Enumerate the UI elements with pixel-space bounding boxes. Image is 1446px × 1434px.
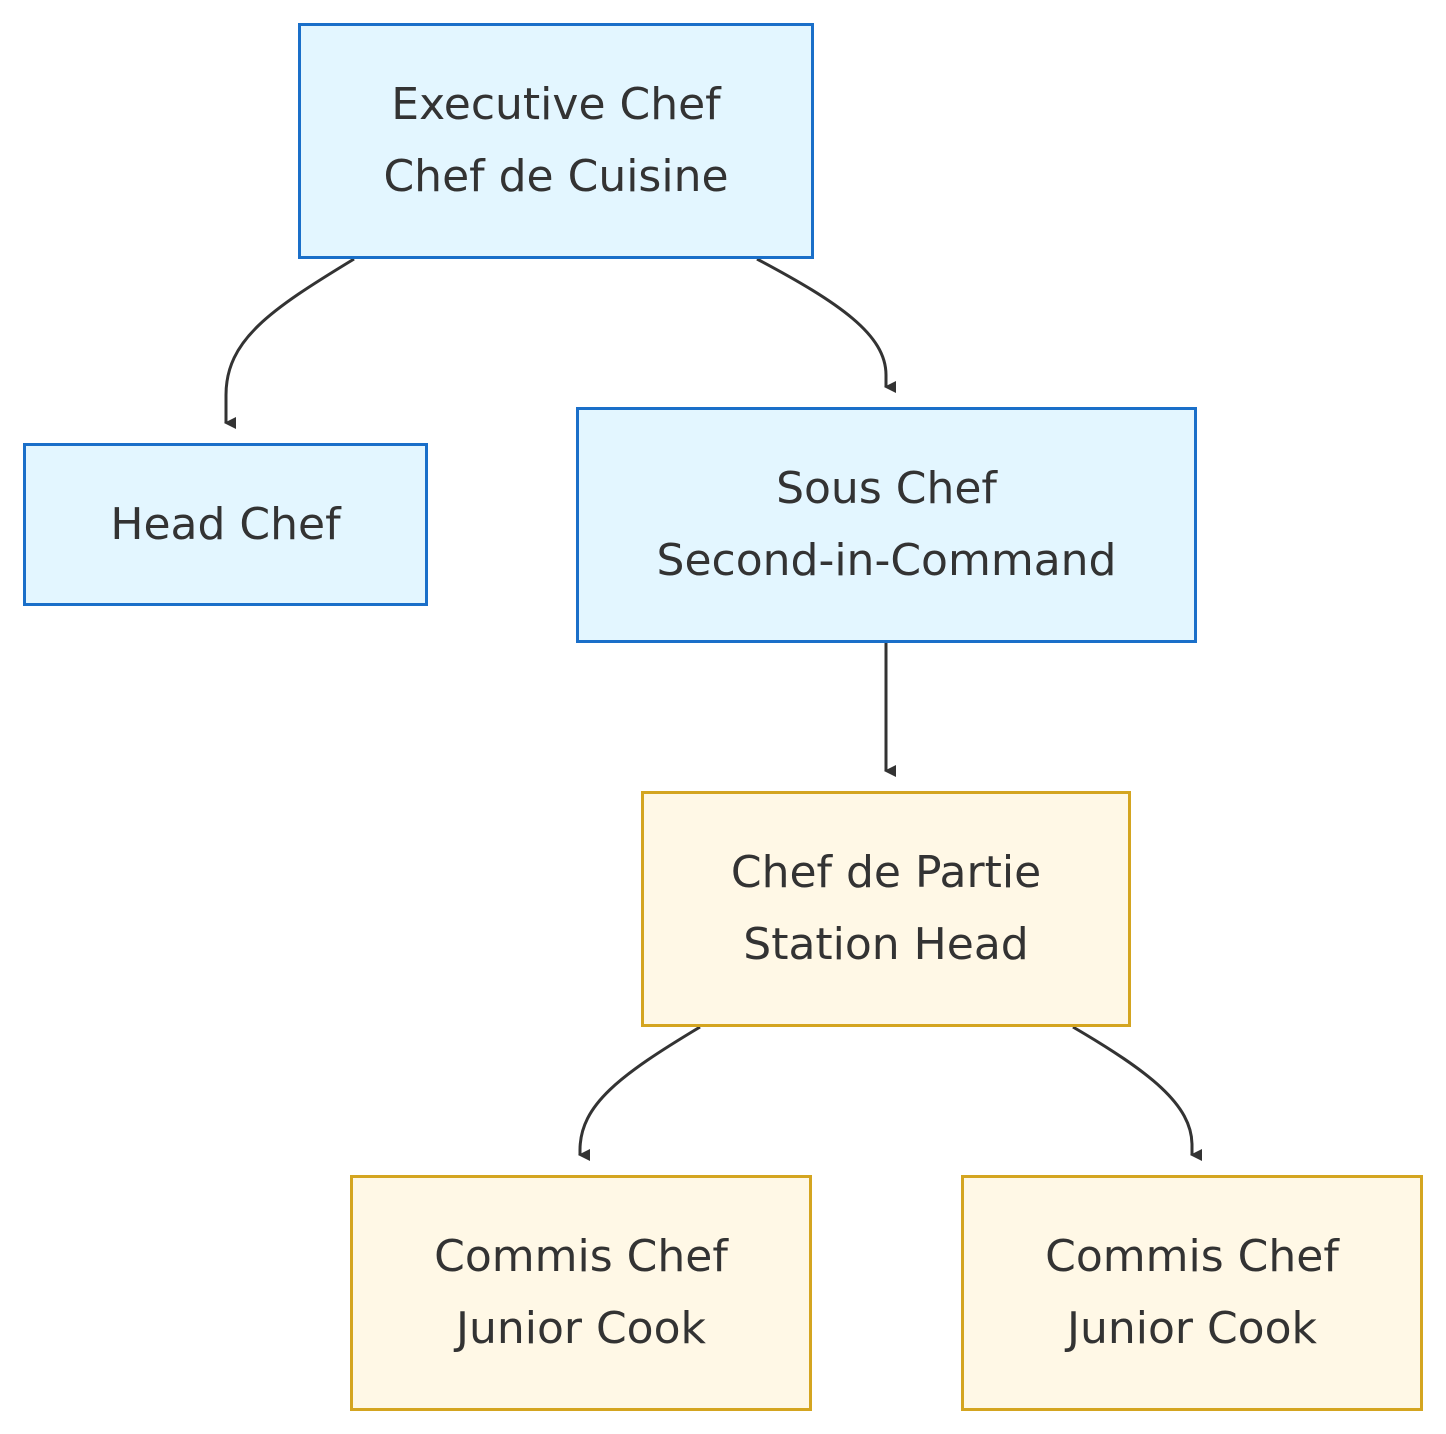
node-executive-chef: Executive Chef Chef de Cuisine bbox=[298, 23, 814, 259]
node-executive-chef-title: Executive Chef bbox=[391, 79, 721, 130]
node-commis-chef-right-subtitle: Junior Cook bbox=[1066, 1303, 1317, 1354]
node-commis-chef-left: Commis Chef Junior Cook bbox=[350, 1175, 812, 1411]
node-commis-chef-right: Commis Chef Junior Cook bbox=[961, 1175, 1423, 1411]
node-commis-chef-right-title: Commis Chef bbox=[1045, 1231, 1339, 1282]
node-commis-chef-left-subtitle: Junior Cook bbox=[455, 1303, 706, 1354]
node-sous-chef: Sous Chef Second-in-Command bbox=[576, 407, 1197, 643]
edge-executive-to-head bbox=[224, 257, 355, 429]
node-head-chef: Head Chef bbox=[23, 443, 428, 606]
edge-executive-to-sous bbox=[756, 257, 896, 393]
node-commis-chef-left-title: Commis Chef bbox=[434, 1231, 728, 1282]
node-chef-de-partie-title: Chef de Partie bbox=[730, 847, 1042, 898]
edge-partie-to-commis-left bbox=[578, 1025, 701, 1161]
node-head-chef-title: Head Chef bbox=[110, 498, 341, 550]
node-sous-chef-subtitle: Second-in-Command bbox=[656, 535, 1117, 586]
node-chef-de-partie-subtitle: Station Head bbox=[743, 919, 1029, 970]
node-sous-chef-title: Sous Chef bbox=[776, 463, 997, 514]
edge-partie-to-commis-right bbox=[1072, 1025, 1202, 1161]
node-chef-de-partie: Chef de Partie Station Head bbox=[641, 791, 1131, 1027]
node-executive-chef-subtitle: Chef de Cuisine bbox=[383, 151, 729, 202]
